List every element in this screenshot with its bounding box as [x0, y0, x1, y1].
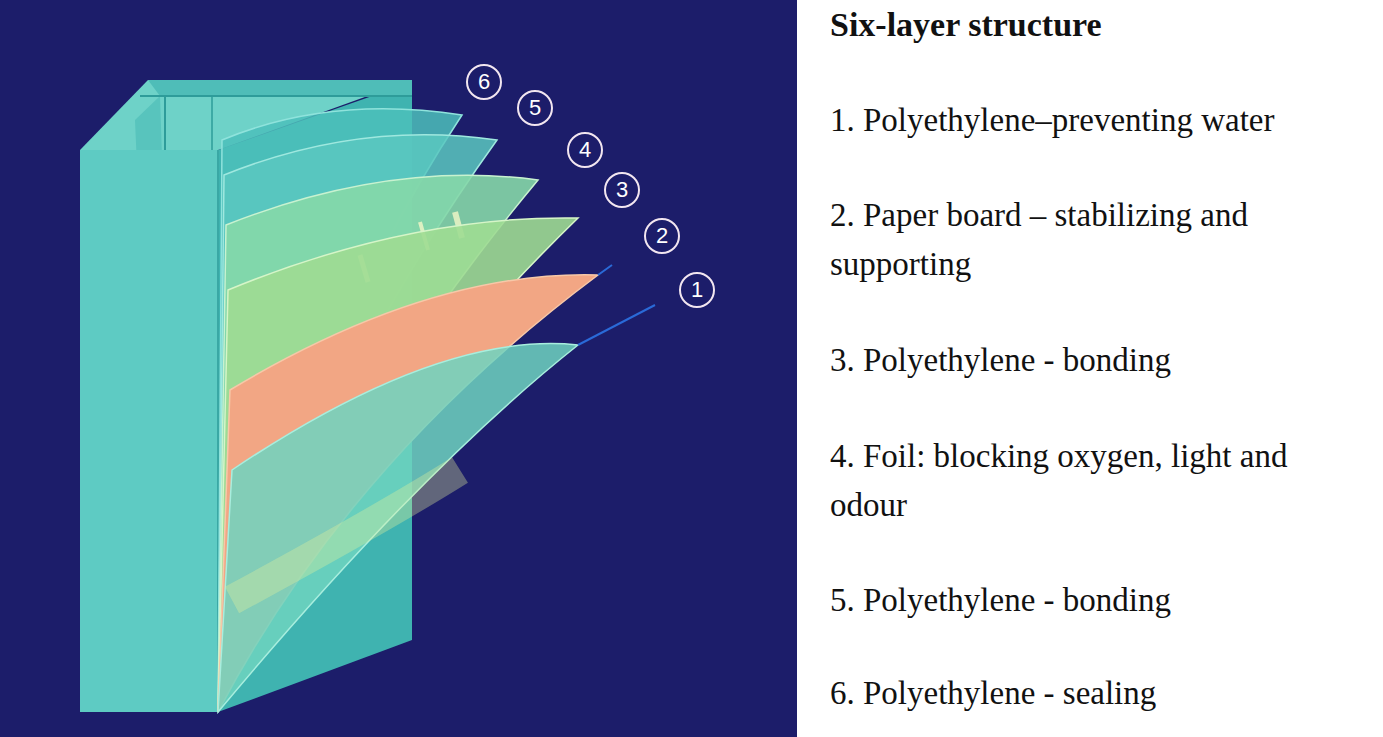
callout-circle: 5	[517, 90, 553, 126]
carton-illustration	[0, 0, 797, 737]
heading: Six-layer structure	[830, 0, 1370, 49]
layer-1	[218, 344, 578, 712]
layer-description: 3. Polyethylene - bonding	[830, 336, 1370, 385]
layer-2	[218, 275, 598, 712]
carton-fold	[148, 80, 412, 96]
callout-circle: 3	[604, 172, 640, 208]
layer-description: 6. Polyethylene - sealing	[830, 669, 1370, 718]
layer-description: 2. Paper board – stabilizing and support…	[830, 191, 1370, 289]
callout-number: 5	[529, 97, 541, 119]
callout-number: 4	[579, 139, 591, 161]
background-panel	[0, 0, 797, 737]
carton-front	[80, 150, 218, 712]
callout-circle: 4	[567, 132, 603, 168]
callout-number: 6	[478, 71, 490, 93]
callout-number: 2	[656, 225, 668, 247]
callout-number: 1	[691, 279, 703, 301]
callout-circle: 1	[679, 272, 715, 308]
callout-circle: 2	[644, 218, 680, 254]
layer-description: 1. Polyethylene–preventing water	[830, 96, 1370, 145]
layer-description: 5. Polyethylene - bonding	[830, 576, 1370, 625]
callout-circle: 6	[466, 64, 502, 100]
callout-number: 3	[616, 179, 628, 201]
layer-description: 4. Foil: blocking oxygen, light and odou…	[830, 432, 1370, 530]
